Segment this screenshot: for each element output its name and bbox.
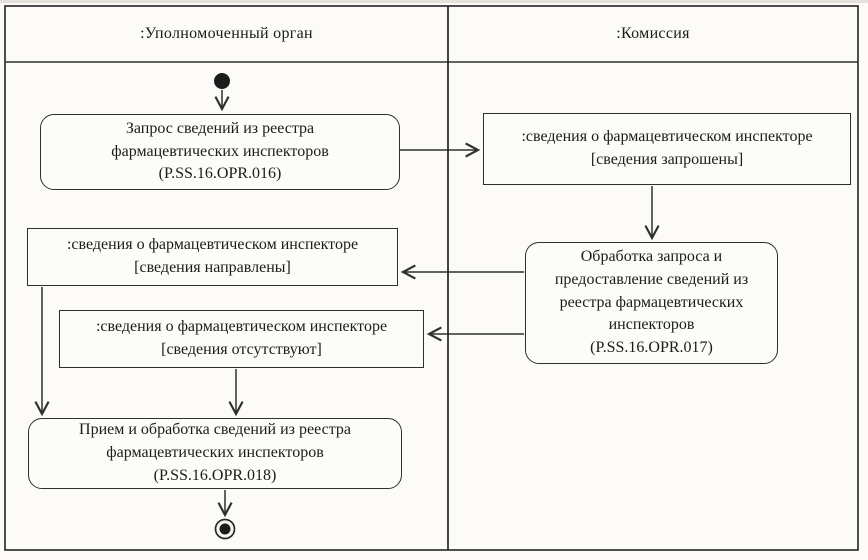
action-process-opr017: Обработка запроса и предоставление сведе… [525, 242, 778, 364]
final-node-ring [214, 518, 236, 540]
scan-edge-artifact [0, 0, 868, 3]
lane-header-commission: :Комиссия [616, 25, 690, 42]
final-node [219, 523, 231, 535]
object-info-sent: :сведения о фармацевтическом инспекторе … [27, 228, 398, 286]
action-receive-opr018: Прием и обработка сведений из реестра фа… [28, 418, 402, 489]
action-request-opr016: Запрос сведений из реестра фармацевтичес… [40, 114, 400, 190]
object-info-requested: :сведения о фармацевтическом инспекторе … [483, 113, 851, 185]
object-info-absent: :сведения о фармацевтическом инспекторе … [59, 310, 424, 368]
initial-node [214, 73, 230, 89]
lane-header-authorized-body: :Уполномоченный орган [140, 25, 313, 42]
